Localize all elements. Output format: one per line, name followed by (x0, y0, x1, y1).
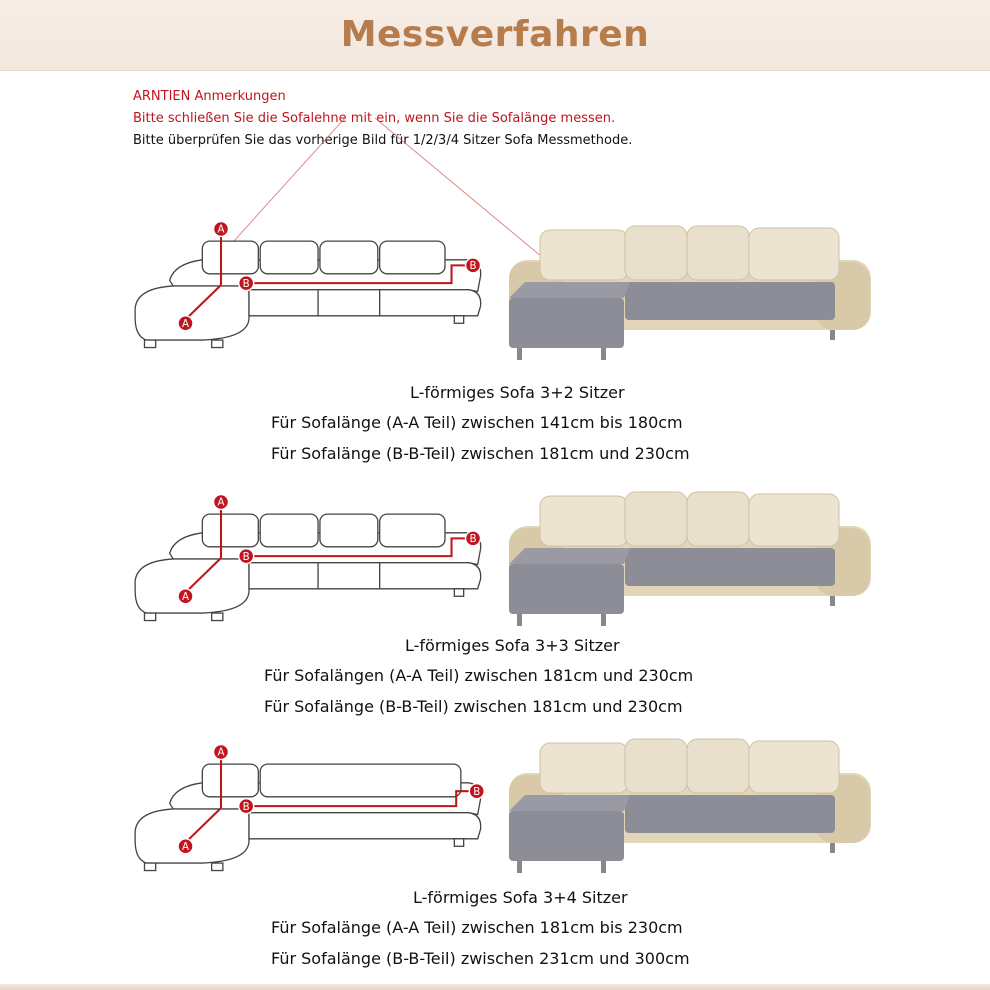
notes-block: ARNTIEN Anmerkungen Bitte schließen Sie … (133, 86, 632, 152)
notes-line-1: Bitte schließen Sie die Sofalehne mit ei… (133, 111, 616, 126)
sofa-line-drawing: A A B B (134, 493, 482, 622)
sofa-photo (509, 225, 871, 360)
notes-line-2: Bitte überprüfen Sie das vorherige Bild … (133, 133, 633, 148)
length-bb: Für Sofalänge (B-B-Teil) zwischen 231cm … (271, 949, 690, 968)
length-bb: Für Sofalänge (B-B-Teil) zwischen 181cm … (264, 697, 683, 716)
marker-b-right-label: B (469, 260, 476, 272)
marker-a-bottom-label: A (182, 841, 189, 853)
marker-a-bottom (177, 588, 194, 605)
marker-a-top-label: A (217, 224, 224, 236)
header-banner: Messverfahren (0, 0, 990, 71)
marker-group: A A B B (177, 220, 482, 332)
sofa-photo (509, 738, 871, 873)
length-bb: Für Sofalänge (B-B-Teil) zwischen 181cm … (271, 444, 690, 463)
page-title: Messverfahren (340, 14, 650, 55)
marker-b-left-label: B (243, 801, 250, 813)
marker-a-top-label: A (217, 747, 224, 759)
marker-b-left-label: B (243, 278, 250, 290)
marker-a-bottom (177, 838, 194, 855)
length-aa: Für Sofalänge (A-A Teil) zwischen 181cm … (271, 918, 683, 937)
marker-a-bottom (177, 315, 194, 332)
marker-a-top-label: A (217, 497, 224, 509)
marker-a-bottom-label: A (182, 591, 189, 603)
notes-heading: ARNTIEN Anmerkungen (133, 89, 286, 104)
sofa-line-drawing: A A B B (134, 220, 482, 349)
marker-a-top (212, 493, 230, 511)
sofa-type-title: L-förmiges Sofa 3+4 Sitzer (413, 888, 628, 907)
length-aa: Für Sofalängen (A-A Teil) zwischen 181cm… (264, 666, 694, 685)
marker-a-bottom-label: A (182, 318, 189, 330)
marker-b-left (238, 797, 255, 815)
marker-group: A A B B (177, 493, 482, 605)
marker-b-right-label: B (469, 533, 476, 545)
marker-a-top (212, 743, 230, 761)
sofa-line-drawing: A A B B (134, 743, 485, 872)
length-aa: Für Sofalänge (A-A Teil) zwischen 141cm … (271, 413, 683, 432)
marker-b-right (464, 257, 482, 274)
sofa-type-title: L-förmiges Sofa 3+2 Sitzer (410, 383, 625, 402)
marker-a-top (212, 220, 230, 238)
footer-band (0, 984, 990, 990)
marker-b-right (464, 530, 482, 547)
marker-b-left (238, 274, 255, 292)
marker-b-right (468, 783, 485, 800)
marker-b-right-label: B (473, 786, 480, 798)
marker-group: A A B B (177, 743, 485, 855)
sofa-photo (509, 491, 871, 626)
sofa-type-title: L-förmiges Sofa 3+3 Sitzer (405, 636, 620, 655)
marker-b-left-label: B (243, 551, 250, 563)
marker-b-left (238, 547, 255, 565)
